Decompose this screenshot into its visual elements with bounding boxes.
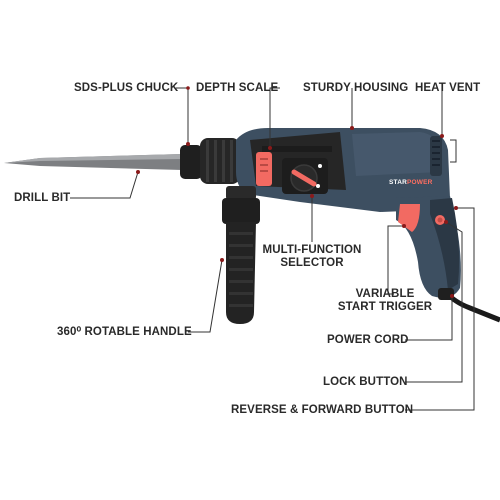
- label-variable-line-1: VARIABLE: [355, 288, 415, 300]
- label-multi-function-line-2: SELECTOR: [280, 257, 344, 269]
- label-power-cord: POWER CORD: [327, 334, 409, 346]
- label-rotable-handle: 360⁰ ROTABLE HANDLE: [57, 326, 192, 338]
- pistol-grip: [396, 196, 461, 298]
- label-variable-start-trigger: VARIABLE START TRIGGER: [330, 288, 440, 314]
- label-heat-vent: HEAT VENT: [415, 82, 481, 94]
- brand-part-2: POWER: [407, 179, 433, 186]
- label-reverse-forward-button: REVERSE & FORWARD BUTTON: [231, 404, 414, 416]
- label-variable-line-2: START TRIGGER: [337, 301, 433, 313]
- brand-part-1: STAR: [389, 179, 408, 186]
- label-lock-button: LOCK BUTTON: [323, 376, 408, 388]
- multi-function-selector: [282, 158, 328, 194]
- drill-bit: [4, 154, 182, 170]
- label-multi-function-selector: MULTI-FUNCTION SELECTOR: [256, 244, 368, 270]
- brand-logo: STARPOWER: [389, 179, 433, 186]
- power-cord: [438, 288, 500, 323]
- depth-scale: [256, 152, 272, 186]
- label-drill-bit: DRILL BIT: [14, 192, 71, 204]
- sds-plus-chuck: [180, 138, 240, 184]
- rotable-handle: [222, 186, 260, 324]
- label-depth-scale: DEPTH SCALE: [196, 82, 279, 94]
- heat-vent: [430, 136, 442, 176]
- label-sturdy-housing: STURDY HOUSING: [303, 82, 409, 94]
- leader-dots: [136, 86, 458, 298]
- label-sds-plus-chuck: SDS-PLUS CHUCK: [74, 82, 179, 94]
- label-multi-function-line-1: MULTI-FUNCTION: [262, 244, 362, 256]
